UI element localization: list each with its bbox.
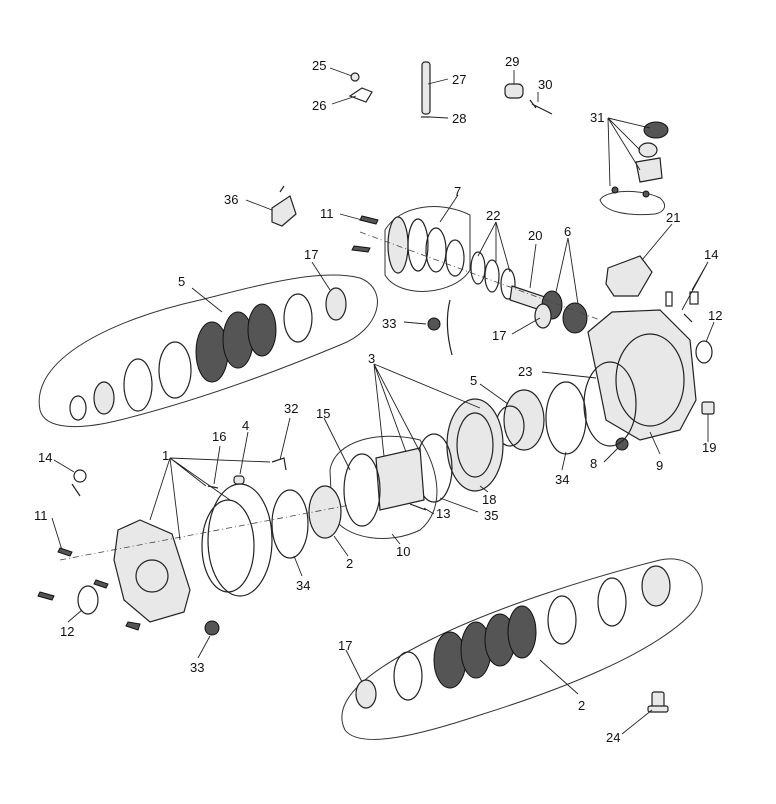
callout-20: 20 bbox=[528, 228, 542, 243]
bolt-part-24 bbox=[647, 691, 669, 713]
callout-31: 31 bbox=[590, 110, 604, 125]
spacer-part-34-right bbox=[545, 381, 587, 455]
pin-part-13 bbox=[409, 503, 427, 511]
bolts-part-11-left bbox=[37, 547, 141, 631]
pinion-group-7-outline bbox=[384, 206, 471, 292]
rings-part-22 bbox=[470, 251, 516, 300]
roller-cage-part-3 bbox=[375, 447, 425, 511]
callout-21: 21 bbox=[666, 210, 680, 225]
clutch-pack-group-5-outline bbox=[38, 274, 378, 428]
hub-part-2-center bbox=[308, 485, 342, 539]
callout-18: 18 bbox=[482, 492, 496, 507]
clip-part-25-26 bbox=[348, 72, 373, 103]
clutch-pack-group-2-outline bbox=[341, 558, 703, 740]
pin-part-27-28 bbox=[421, 61, 431, 118]
sleeve-part-29 bbox=[504, 83, 524, 99]
callout-9: 9 bbox=[656, 458, 663, 473]
callout-1: 1 bbox=[162, 448, 169, 463]
callout-4: 4 bbox=[242, 418, 249, 433]
pin-part-16 bbox=[207, 485, 219, 489]
callout-30: 30 bbox=[538, 77, 552, 92]
callout-6: 6 bbox=[564, 224, 571, 239]
callout-19: 19 bbox=[702, 440, 716, 455]
spring-part-4 bbox=[233, 475, 245, 485]
callout-10: 10 bbox=[396, 544, 410, 559]
cone-part-5-right bbox=[495, 389, 545, 451]
assembly-axis-upper bbox=[359, 231, 601, 321]
callout-2-bottom: 2 bbox=[578, 698, 585, 713]
gear-stack-part-31 bbox=[611, 121, 669, 198]
gear-part-33-left bbox=[204, 620, 220, 636]
spacer-part-34-left bbox=[271, 489, 309, 559]
clip-part-32 bbox=[271, 457, 287, 471]
callout-14-left: 14 bbox=[38, 450, 52, 465]
bearing-part-17-center bbox=[534, 303, 552, 329]
fitting-part-14-left bbox=[71, 469, 87, 497]
callout-33-left: 33 bbox=[190, 660, 204, 675]
callout-27: 27 bbox=[452, 72, 466, 87]
assembly-axis-lower bbox=[59, 504, 351, 561]
bolt-part-30 bbox=[529, 99, 553, 115]
callout-15: 15 bbox=[316, 406, 330, 421]
callout-17-center: 17 bbox=[492, 328, 506, 343]
callout-12-left: 12 bbox=[60, 624, 74, 639]
plate-part-15 bbox=[343, 453, 381, 527]
callout-22: 22 bbox=[486, 208, 500, 223]
callout-11-left: 11 bbox=[34, 508, 48, 523]
seal-part-12-left bbox=[77, 585, 99, 615]
drain-plug-part-8 bbox=[615, 437, 629, 451]
callout-12-right: 12 bbox=[708, 308, 722, 323]
callout-26: 26 bbox=[312, 98, 326, 113]
callout-17-top: 17 bbox=[304, 247, 318, 262]
callout-14-right: 14 bbox=[704, 247, 718, 262]
callout-2-center: 2 bbox=[346, 556, 353, 571]
callout-7: 7 bbox=[454, 184, 461, 199]
callout-35: 35 bbox=[484, 508, 498, 523]
bolts-part-11-top bbox=[351, 215, 379, 253]
bracket-part-36 bbox=[271, 185, 297, 227]
callout-32: 32 bbox=[284, 401, 298, 416]
callout-29: 29 bbox=[505, 54, 519, 69]
leader-lines bbox=[51, 67, 715, 735]
callout-36: 36 bbox=[224, 192, 238, 207]
cover-housing-part-1 bbox=[113, 519, 191, 623]
callout-34-left: 34 bbox=[296, 578, 310, 593]
callout-23: 23 bbox=[518, 364, 532, 379]
fittings-part-14-right bbox=[665, 291, 699, 323]
callout-17-bottom: 17 bbox=[338, 638, 352, 653]
callout-28: 28 bbox=[452, 111, 466, 126]
ring-gear-part-18 bbox=[446, 398, 504, 492]
gear-group-31-outline bbox=[599, 190, 666, 216]
carrier-group-10-outline bbox=[329, 435, 438, 539]
callout-3: 3 bbox=[368, 351, 375, 366]
main-housing-part-9 bbox=[587, 309, 697, 441]
callout-33-top: 33 bbox=[382, 316, 396, 331]
callout-16: 16 bbox=[212, 429, 226, 444]
callout-11-top: 11 bbox=[320, 206, 334, 221]
callout-8: 8 bbox=[590, 456, 597, 471]
plug-part-19 bbox=[701, 401, 715, 415]
clutch-pack-discs-2 bbox=[355, 565, 671, 709]
clutch-pack-discs-5 bbox=[69, 287, 347, 421]
callout-24: 24 bbox=[606, 730, 620, 745]
callout-5-right: 5 bbox=[470, 373, 477, 388]
cover-rings-part-1 bbox=[201, 483, 273, 597]
callout-34-right: 34 bbox=[555, 472, 569, 487]
callouts: 25 26 27 28 29 30 31 36 11 7 22 20 6 21 … bbox=[34, 54, 722, 745]
callout-25: 25 bbox=[312, 58, 326, 73]
seal-part-12-right bbox=[695, 340, 713, 364]
callout-13: 13 bbox=[436, 506, 450, 521]
actuator-part-21 bbox=[605, 255, 653, 297]
callout-5-left: 5 bbox=[178, 274, 185, 289]
gear-part-33-top bbox=[427, 317, 441, 331]
pinion-housing-part-7 bbox=[387, 216, 465, 356]
